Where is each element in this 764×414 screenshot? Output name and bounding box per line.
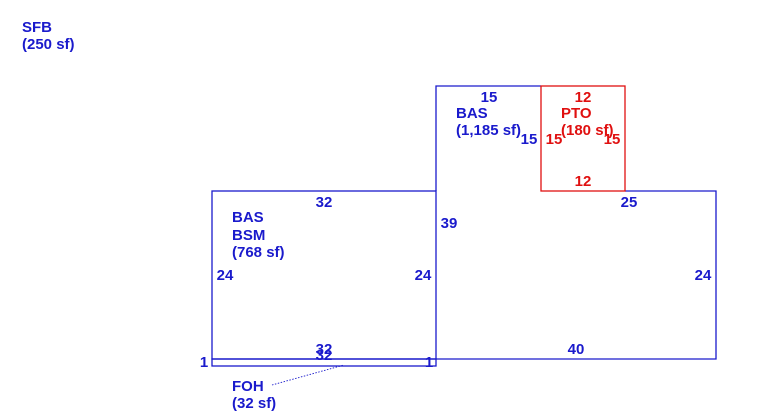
sfb-code: SFB: [22, 19, 52, 36]
dim-upper-top: 15: [481, 89, 498, 106]
dim-pto-right: 15: [604, 131, 621, 148]
bsm-area-line3: (768 sf): [232, 244, 285, 261]
dim-pto-bottom: 12: [575, 173, 592, 190]
dim-left-left: 24: [217, 267, 234, 284]
dim-foh-left: 1: [200, 354, 208, 371]
dim-upper-left: 39: [441, 215, 458, 232]
main-section-outline: [436, 190, 717, 360]
bas-upper-line1: BAS: [456, 105, 488, 122]
dim-right-bottom: 40: [568, 341, 585, 358]
foh-strip-outline: [211, 358, 437, 367]
dim-left-bottom: 32: [316, 341, 333, 358]
sfb-area: (250 sf): [22, 36, 75, 53]
dim-pto-left: 15: [546, 131, 563, 148]
pto-line1: PTO: [561, 105, 592, 122]
dim-upper-right: 15: [521, 131, 538, 148]
dim-foh-right: 1: [425, 354, 433, 371]
sfb-label: SFB (250 sf): [22, 19, 75, 53]
dim-pto-top: 12: [575, 89, 592, 106]
foh-line2: (32 sf): [232, 395, 276, 412]
dim-right-right: 24: [695, 267, 712, 284]
pto-outline: [540, 85, 626, 192]
upper-section-outline: [435, 85, 541, 191]
bsm-area-line1: BAS: [232, 209, 264, 226]
dim-left-right: 24: [415, 267, 432, 284]
dim-right-top: 25: [621, 194, 638, 211]
dim-foh-bottom: 32: [316, 347, 333, 364]
bsm-area-line2: BSM: [232, 227, 265, 244]
foh-leader-line: [271, 364, 345, 386]
pto-line2: (180 sf): [561, 122, 614, 139]
dim-left-top: 32: [316, 194, 333, 211]
bas-upper-line2: (1,185 sf): [456, 122, 521, 139]
foh-line1: FOH: [232, 378, 264, 395]
